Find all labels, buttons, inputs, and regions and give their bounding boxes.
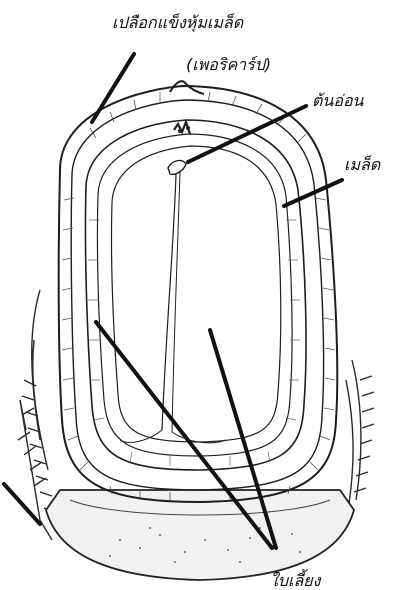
- label-seed-coat: เปลือกแข็งหุ้มเมล็ด: [112, 13, 245, 33]
- label-pericarp: (เพอริคาร์ป): [186, 55, 271, 74]
- label-sepals: ใบเลี้ยง: [270, 569, 322, 590]
- embryo-illustration: [120, 161, 226, 443]
- sepals-right-illustration: [346, 360, 374, 510]
- label-seed: เมล็ด: [344, 155, 382, 174]
- label-embryo: ต้นอ่อน: [312, 91, 365, 110]
- base-cup-illustration: [46, 490, 354, 580]
- seed-illustration: [85, 120, 306, 470]
- leader-embryo: [188, 106, 306, 162]
- leader-seed: [284, 180, 342, 206]
